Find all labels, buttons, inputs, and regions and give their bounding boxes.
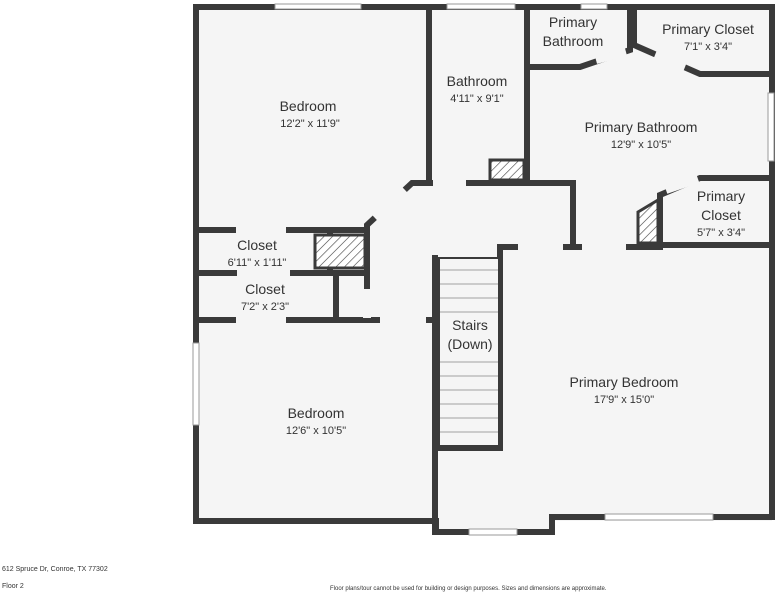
room-bedroom-top: Bedroom 12'2" x 11'9" (280, 98, 340, 130)
room-dimensions: 12'9" x 10'5" (611, 139, 671, 151)
room-dimensions: 7'2" x 2'3" (241, 301, 289, 313)
room-closet-1: Closet 6'11" x 1'11" (228, 237, 287, 269)
disclaimer-label: Floor plans/tour cannot be used for buil… (330, 586, 607, 592)
room-primary-closet-right: Primary Closet 5'7" x 3'4" (697, 188, 745, 239)
room-closet-2: Closet 7'2" x 2'3" (241, 281, 289, 313)
room-stairs: Stairs (Down) (442, 316, 497, 356)
room-dimensions: 17'9" x 15'0" (594, 394, 654, 406)
room-primary-closet-top: Primary Closet 7'1" x 3'4" (662, 21, 754, 53)
room-dimensions: 12'6" x 10'5" (286, 425, 346, 437)
room-primary-bedroom: Primary Bedroom 17'9" x 15'0" (570, 374, 679, 406)
room-name: Bedroom (288, 405, 345, 421)
room-name-line-2: Bathroom (543, 33, 604, 49)
room-name-line-1: Stairs (452, 317, 488, 333)
room-dimensions: 7'1" x 3'4" (684, 41, 732, 53)
address-label: 612 Spruce Dr, Conroe, TX 77302 (2, 566, 108, 573)
room-name: Closet (245, 281, 285, 297)
room-name-line-1: Primary (697, 188, 745, 204)
room-name-line-2: Closet (701, 207, 741, 223)
room-dimensions: 12'2" x 11'9" (280, 118, 340, 130)
room-name: Primary Closet (662, 21, 754, 37)
windows (192, 3, 775, 536)
room-name: Closet (237, 237, 277, 253)
room-name-line-1: Primary (549, 14, 597, 30)
room-bathroom: Bathroom 4'11" x 9'1" (447, 73, 508, 105)
room-bedroom-bottom: Bedroom 12'6" x 10'5" (286, 405, 346, 437)
room-primary-bathroom-small: Primary Bathroom (543, 14, 604, 49)
door-openings (236, 48, 700, 324)
room-dimensions: 6'11" x 1'11" (228, 257, 287, 269)
floor-label: Floor 2 (2, 583, 24, 590)
room-name: Primary Bedroom (570, 374, 679, 390)
room-primary-bathroom: Primary Bathroom 12'9" x 10'5" (585, 119, 698, 151)
room-dimensions: 4'11" x 9'1" (450, 93, 503, 105)
room-name-line-2: (Down) (447, 336, 492, 352)
room-name: Bedroom (280, 98, 337, 114)
hatched-chases (313, 158, 660, 270)
room-name: Bathroom (447, 73, 508, 89)
room-name: Primary Bathroom (585, 119, 698, 135)
room-dimensions: 5'7" x 3'4" (697, 227, 745, 239)
